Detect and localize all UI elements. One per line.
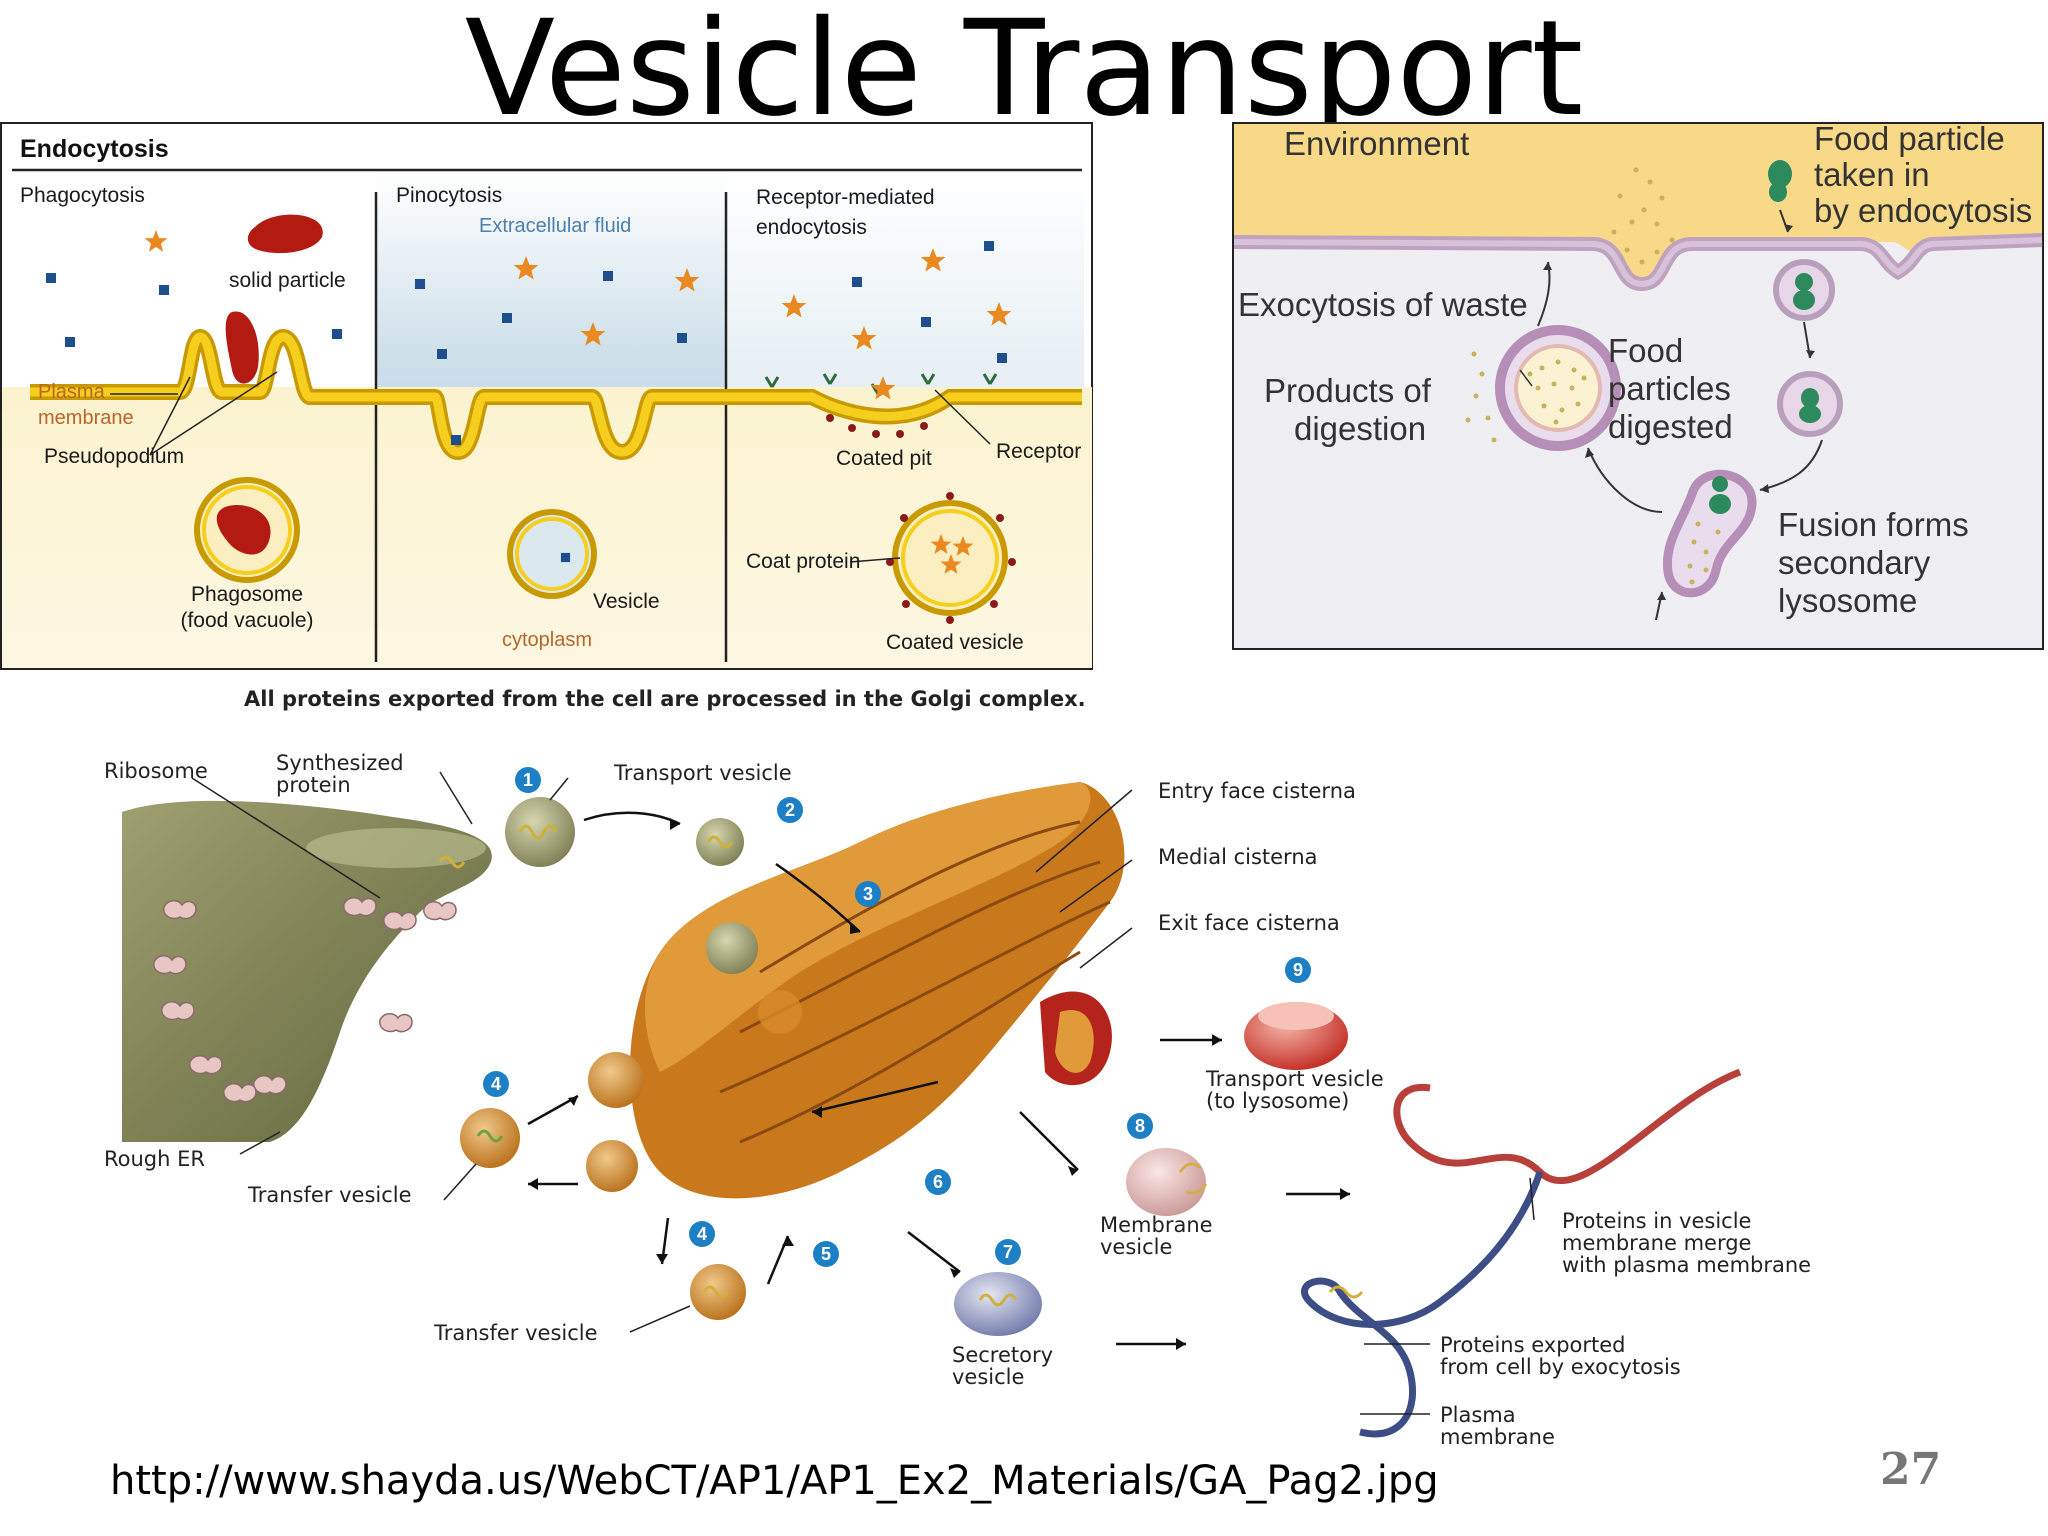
- phagosome-label-2: (food vacuole): [180, 609, 313, 632]
- lysosome-panel: Environment Food particle taken in by en…: [1232, 122, 2044, 650]
- step-badge-3: 3: [863, 884, 873, 904]
- products-digestion-label-1: Products of: [1264, 372, 1432, 409]
- synthesized-protein-label-2: protein: [276, 773, 351, 797]
- step-badge-2: 2: [785, 800, 795, 820]
- proteins-exported-label-1: Proteins exported: [1440, 1333, 1626, 1357]
- environment-label: Environment: [1284, 125, 1469, 162]
- step-badge-1: 1: [523, 770, 533, 790]
- proteins-merge-label-2: membrane merge: [1562, 1231, 1751, 1255]
- fusion-label-1: Fusion forms: [1778, 506, 1969, 543]
- step-badge-4b: 4: [697, 1224, 707, 1244]
- coat-protein-label: Coat protein: [746, 550, 860, 573]
- extracellular-fluid-label: Extracellular fluid: [479, 215, 631, 237]
- plasma-membrane-label-1: Plasma: [38, 381, 106, 403]
- secretory-vesicle-label-1: Secretory: [952, 1343, 1053, 1367]
- transport-vesicle-lysosome-label-2: (to lysosome): [1206, 1089, 1349, 1113]
- transport-vesicle-lysosome-label-1: Transport vesicle: [1205, 1067, 1384, 1091]
- vesicle-label: Vesicle: [593, 590, 660, 613]
- receptor-mediated-label-1: Receptor-mediated: [756, 186, 935, 209]
- medial-cisterna-label: Medial cisterna: [1158, 845, 1318, 869]
- coated-vesicle-label: Coated vesicle: [886, 631, 1024, 654]
- step-badge-5: 5: [821, 1244, 831, 1264]
- cytoplasm-label: cytoplasm: [502, 629, 592, 651]
- exocytosis-waste-label: Exocytosis of waste: [1238, 286, 1528, 323]
- slide-title: Vesicle Transport: [464, 0, 1584, 146]
- step-badge-6: 6: [933, 1172, 943, 1192]
- endocytosis-header: Endocytosis: [20, 135, 169, 163]
- step-badge-8: 8: [1135, 1116, 1145, 1136]
- proteins-merge-label-3: with plasma membrane: [1562, 1253, 1811, 1277]
- endocytosis-panel: Endocytosis: [0, 122, 1093, 670]
- step-badge-9: 9: [1293, 960, 1303, 980]
- secretory-vesicle-label-2: vesicle: [952, 1365, 1024, 1389]
- membrane-vesicle-label-2: vesicle: [1100, 1235, 1172, 1259]
- food-particle-label-1: Food particle: [1814, 122, 2005, 157]
- transfer-vesicle-bottom-label: Transfer vesicle: [433, 1321, 598, 1345]
- transfer-vesicle-top-label: Transfer vesicle: [247, 1183, 412, 1207]
- source-url: http://www.shayda.us/WebCT/AP1/AP1_Ex2_M…: [110, 1458, 1439, 1504]
- food-particle-label-3: by endocytosis: [1814, 192, 2032, 229]
- exit-face-label: Exit face cisterna: [1158, 911, 1340, 935]
- food-digested-label-2: particles: [1608, 370, 1731, 407]
- phagosome-label-1: Phagosome: [191, 583, 303, 606]
- golgi-caption: All proteins exported from the cell are …: [244, 687, 1086, 711]
- food-digested-label-3: digested: [1608, 408, 1733, 445]
- proteins-exported-label-2: from cell by exocytosis: [1440, 1355, 1681, 1379]
- page-number: 27: [1880, 1444, 1942, 1495]
- synthesized-protein-label-1: Synthesized: [276, 751, 404, 775]
- fusion-label-3: lysosome: [1778, 582, 1917, 619]
- phagocytosis-label: Phagocytosis: [20, 184, 145, 207]
- receptor-mediated-label-2: endocytosis: [756, 216, 867, 239]
- food-digested-label-1: Food: [1608, 332, 1683, 369]
- entry-face-label: Entry face cisterna: [1158, 779, 1356, 803]
- plasma-membrane-golgi-label-2: membrane: [1440, 1425, 1555, 1449]
- proteins-merge-label-1: Proteins in vesicle: [1562, 1209, 1751, 1233]
- solid-particle-label: solid particle: [229, 269, 346, 292]
- step-badge-4a: 4: [491, 1074, 501, 1094]
- receptor-label: Receptor: [996, 440, 1081, 463]
- coated-pit-label: Coated pit: [836, 447, 932, 470]
- food-particle-label-2: taken in: [1814, 156, 1930, 193]
- fusion-label-2: secondary: [1778, 544, 1931, 581]
- rough-er-label: Rough ER: [104, 1147, 205, 1171]
- pseudopodium-label: Pseudopodium: [44, 445, 184, 468]
- membrane-vesicle-label-1: Membrane: [1100, 1213, 1213, 1237]
- plasma-membrane-golgi-label-1: Plasma: [1440, 1403, 1516, 1427]
- golgi-panel: 1 2 3 4 4 5 6 7 8 9 All proteins exporte…: [104, 687, 1811, 1449]
- ribosome-label: Ribosome: [104, 759, 208, 783]
- step-badge-7: 7: [1003, 1242, 1013, 1262]
- transport-vesicle-label: Transport vesicle: [613, 761, 792, 785]
- plasma-membrane-label-2: membrane: [38, 407, 134, 429]
- products-digestion-label-2: digestion: [1294, 410, 1426, 447]
- pinocytosis-label: Pinocytosis: [396, 184, 502, 207]
